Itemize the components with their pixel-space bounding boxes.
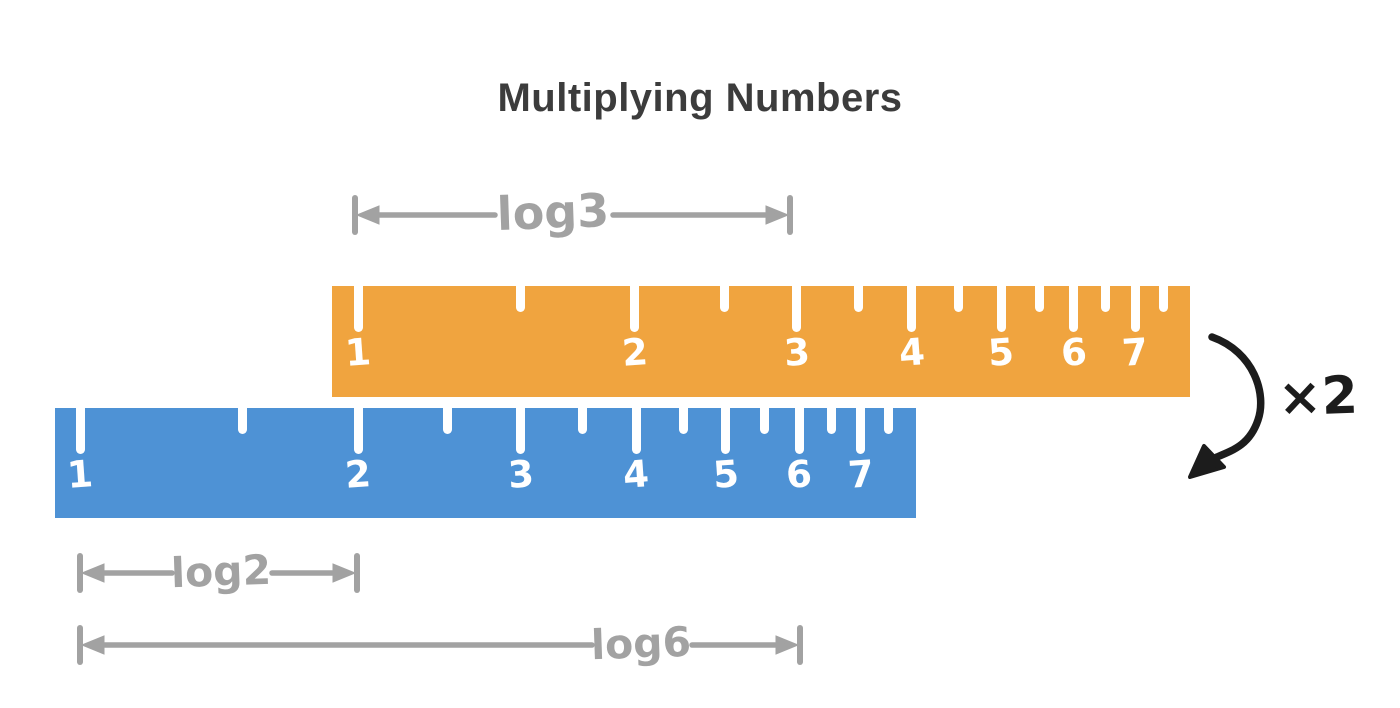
major-tick xyxy=(996,286,1006,332)
ruler-number: 3 xyxy=(506,452,536,497)
ruler-number: 5 xyxy=(711,452,741,497)
minor-tick xyxy=(515,286,525,312)
ruler-number: 7 xyxy=(846,452,876,497)
ruler-number: 6 xyxy=(1059,330,1089,375)
major-tick xyxy=(1069,286,1079,332)
major-tick xyxy=(75,408,85,454)
minor-tick xyxy=(1158,286,1168,312)
diagram-title: Multiplying Numbers xyxy=(497,76,903,120)
log3-label: log3 xyxy=(495,183,611,241)
minor-tick xyxy=(443,408,453,434)
minor-tick xyxy=(719,286,729,312)
ruler-number: 4 xyxy=(621,452,651,497)
log2-label: log2 xyxy=(170,545,272,598)
ruler-number: 7 xyxy=(1121,330,1150,375)
ruler-number: 1 xyxy=(65,452,95,497)
major-tick xyxy=(721,408,731,454)
major-tick xyxy=(353,408,363,454)
ruler-number: 6 xyxy=(784,452,814,497)
minor-tick xyxy=(954,286,964,312)
major-tick xyxy=(907,286,917,332)
ruler-number: 5 xyxy=(986,330,1016,375)
ruler-number: 1 xyxy=(343,330,373,375)
minor-tick xyxy=(679,408,689,434)
minor-tick xyxy=(238,408,248,434)
ruler-number: 2 xyxy=(620,330,650,375)
ruler-number: 4 xyxy=(897,330,927,375)
times-two-curved-arrow xyxy=(1188,333,1265,479)
major-tick xyxy=(516,408,526,454)
times-two-label: ×2 xyxy=(1277,365,1359,429)
log6-dimension-arrow xyxy=(77,625,803,665)
major-tick xyxy=(630,286,640,332)
ruler-number: 3 xyxy=(782,330,812,375)
ruler-number: 2 xyxy=(343,452,373,497)
major-tick xyxy=(794,408,804,454)
minor-tick xyxy=(826,408,836,434)
minor-tick xyxy=(1034,286,1044,312)
minor-tick xyxy=(854,286,864,312)
major-tick xyxy=(353,286,363,332)
minor-tick xyxy=(884,408,894,434)
major-tick xyxy=(1130,286,1140,332)
minor-tick xyxy=(578,408,588,434)
log6-label: log6 xyxy=(590,617,692,670)
major-tick xyxy=(792,286,802,332)
major-tick xyxy=(631,408,641,454)
minor-tick xyxy=(1101,286,1111,312)
minor-tick xyxy=(759,408,769,434)
major-tick xyxy=(856,408,866,454)
